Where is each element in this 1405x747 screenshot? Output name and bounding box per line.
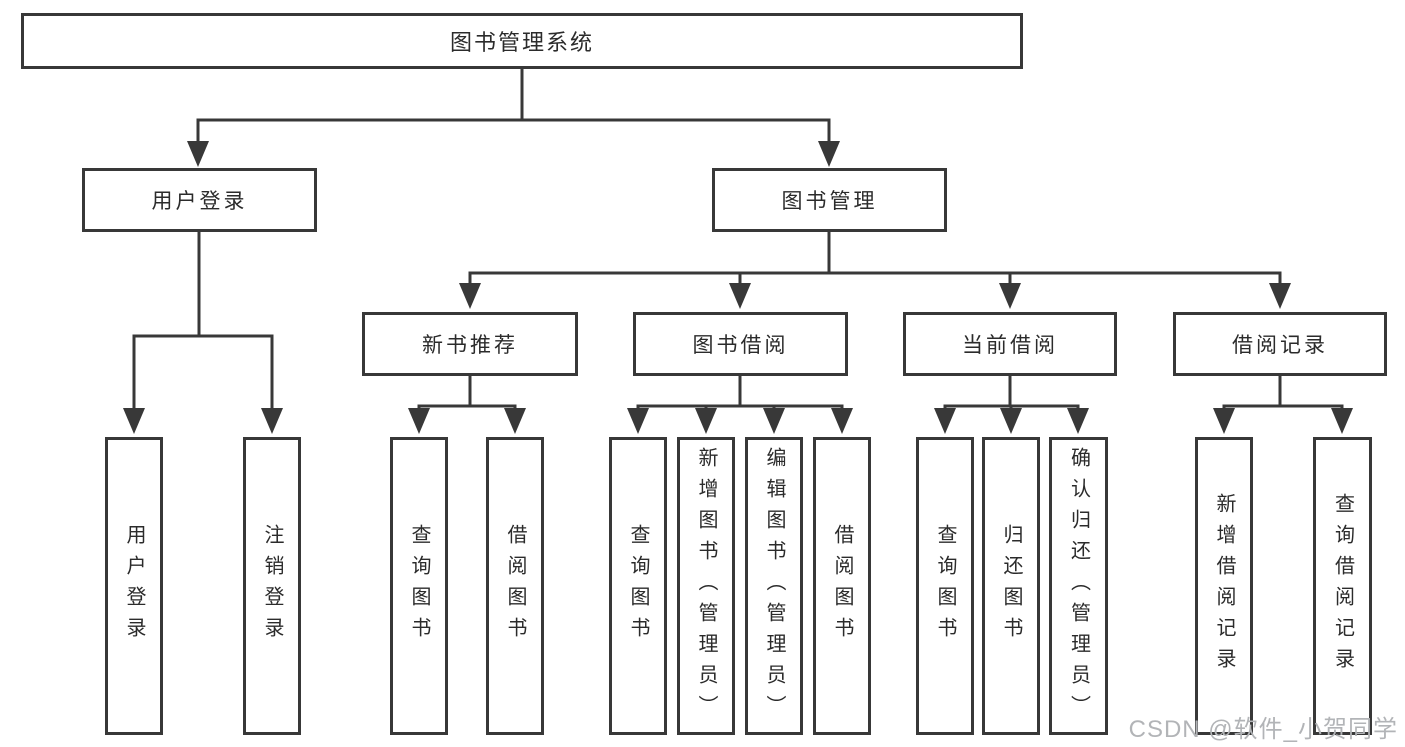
leaf-query-books-2: 查询图书: [609, 437, 667, 735]
node-label: 新增借阅记录: [1213, 493, 1235, 679]
node-label: 归还图书: [1000, 524, 1022, 648]
leaf-edit-book-admin: 编辑图书（管理员）: [745, 437, 803, 735]
leaf-confirm-return-admin: 确认归还（管理员）: [1049, 437, 1108, 735]
node-label: 注销登录: [261, 524, 283, 648]
leaf-query-borrow-record: 查询借阅记录: [1313, 437, 1372, 735]
node-label: 图书借阅: [692, 334, 789, 357]
leaf-query-books-3: 查询图书: [916, 437, 974, 735]
node-label: 当前借阅: [962, 334, 1058, 357]
node-user-login: 用户登录: [82, 168, 317, 232]
node-label: 用户登录: [123, 524, 145, 648]
arrowheads: [123, 141, 1353, 434]
leaf-logout: 注销登录: [243, 437, 301, 735]
node-label: 借阅图书: [504, 524, 526, 648]
leaf-add-book-admin: 新增图书（管理员）: [677, 437, 735, 735]
node-label: 查询借阅记录: [1331, 493, 1354, 679]
node-label: 查询图书: [627, 524, 649, 648]
node-current-borrowing: 当前借阅: [903, 312, 1117, 376]
node-label: 查询图书: [408, 524, 430, 648]
node-book-management: 图书管理: [712, 168, 947, 232]
node-label: 确认归还（管理员）: [1067, 446, 1090, 726]
node-label: 借阅记录: [1232, 334, 1328, 357]
node-borrow-records: 借阅记录: [1173, 312, 1387, 376]
node-label: 借阅图书: [831, 524, 853, 648]
node-label: 新增图书（管理员）: [695, 446, 717, 726]
node-label: 用户登录: [151, 190, 248, 213]
node-label: 图书管理: [781, 190, 878, 213]
node-new-book-recommend: 新书推荐: [362, 312, 578, 376]
leaf-borrow-books: 借阅图书: [486, 437, 544, 735]
leaf-user-login: 用户登录: [105, 437, 163, 735]
leaf-return-book: 归还图书: [982, 437, 1040, 735]
node-label: 图书管理系统: [449, 30, 594, 55]
leaf-query-books: 查询图书: [390, 437, 448, 735]
node-library-system: 图书管理系统: [21, 13, 1023, 69]
node-label: 查询图书: [934, 524, 956, 648]
node-label: 新书推荐: [422, 334, 518, 357]
node-label: 编辑图书（管理员）: [763, 446, 785, 726]
csdn-watermark: CSDN @软件_小贺同学: [1128, 716, 1398, 743]
leaf-add-borrow-record: 新增借阅记录: [1195, 437, 1253, 735]
leaf-borrow-books-2: 借阅图书: [813, 437, 871, 735]
node-book-borrowing: 图书借阅: [633, 312, 848, 376]
